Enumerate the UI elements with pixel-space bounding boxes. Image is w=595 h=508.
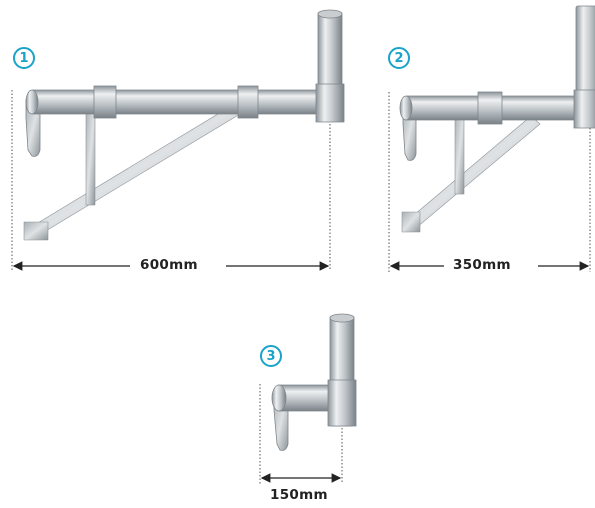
bracket-350mm	[388, 5, 595, 272]
badge-number: 3	[266, 348, 276, 364]
dimension-label-600mm: 600mm	[134, 257, 204, 273]
bracket-600mm	[11, 9, 345, 271]
badge-number: 2	[394, 50, 404, 66]
bracket-number-badge-3: 3	[260, 345, 282, 367]
bracket-150mm	[259, 313, 357, 484]
dimension-label-350mm: 350mm	[447, 257, 517, 273]
dimension-label-150mm: 150mm	[264, 487, 334, 503]
bracket-number-badge-1: 1	[13, 47, 35, 69]
badge-number: 1	[19, 50, 29, 66]
bracket-number-badge-2: 2	[388, 47, 410, 69]
